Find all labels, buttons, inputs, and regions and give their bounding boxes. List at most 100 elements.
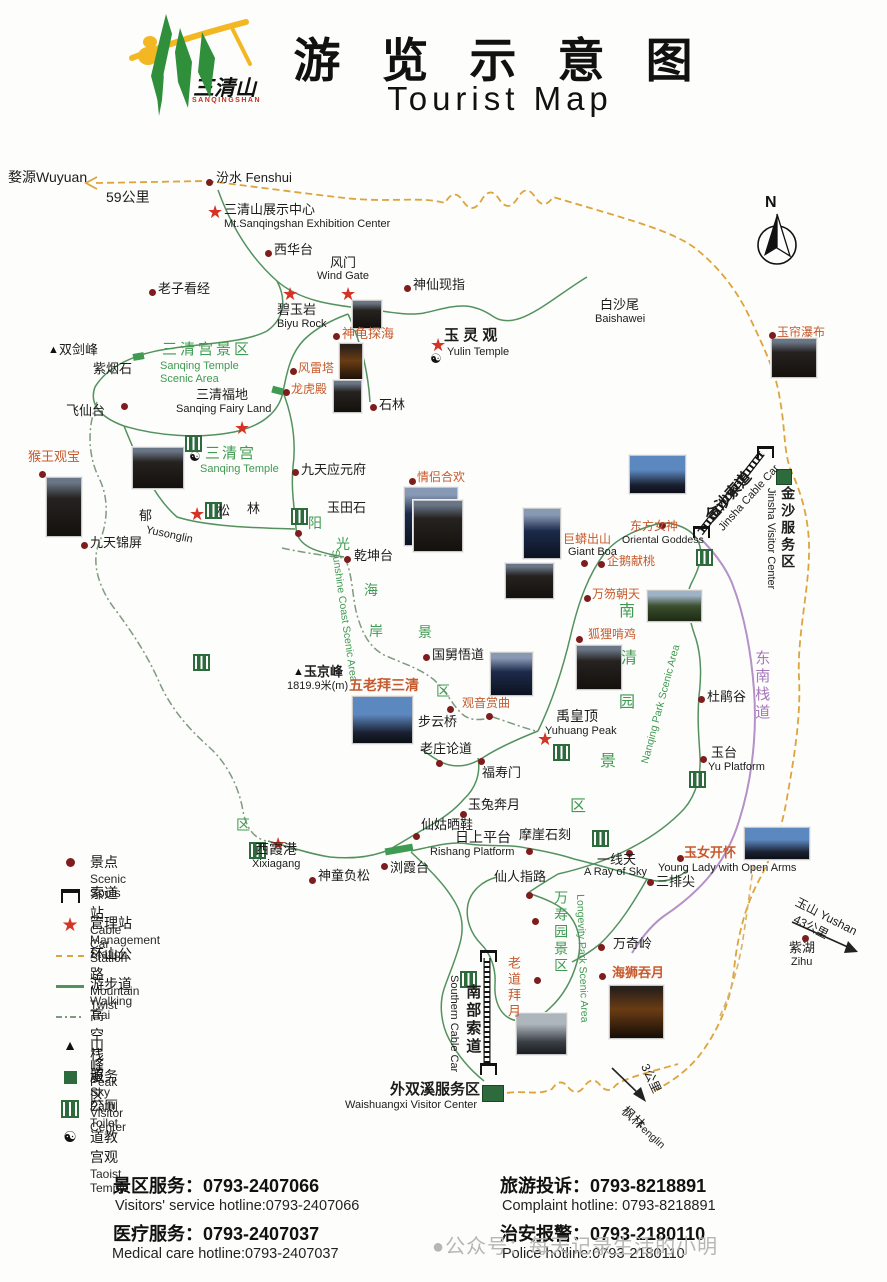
scenic-spot-dot — [381, 863, 388, 870]
map-label-shuangjianfeng: 双剑峰 — [59, 342, 99, 357]
scenic-spot-dot — [149, 289, 156, 296]
cable-car-station-icon — [480, 950, 497, 962]
map-label-jiutianyingyuanfu: 九天应元府 — [301, 462, 367, 477]
map-label-rishang-cn: 日上平台 — [455, 829, 511, 845]
scenic-photo-10 — [505, 563, 554, 599]
legend-symbol-dot — [50, 855, 90, 867]
hotline-service-cn: 景区服务：0793-2407066 — [113, 1176, 320, 1196]
scenic-photo-8 — [413, 500, 463, 552]
scenic-spot-dot — [700, 756, 707, 763]
map-label-guanyinshangqu: 观音赏曲 — [462, 696, 511, 710]
hotline-medical-en: Medical care hotline:0793-2407037 — [112, 1246, 339, 1262]
scenic-spot-dot — [698, 696, 705, 703]
scenic-photo-6 — [771, 338, 817, 378]
toilet-icon — [185, 435, 202, 452]
scenic-spot-dot — [283, 389, 290, 396]
legend-symbol-tri: ▲ — [63, 1037, 77, 1053]
map-label-moyashike: 摩崖石刻 — [519, 827, 572, 842]
toilet-icon — [689, 771, 706, 788]
map-label-xixiagang-cn: 西霞港 — [255, 841, 297, 857]
scenic-photo-7 — [629, 455, 686, 494]
management-station-icon: ★ — [207, 202, 224, 222]
scenic-spot-dot — [121, 403, 128, 410]
compass-icon — [757, 213, 797, 265]
hotline-complaint-cn: 旅游投诉：0793-8218891 — [500, 1176, 707, 1196]
map-label-sanpaijian: 三排尖 — [656, 874, 696, 889]
map-label-yunvkaihuai-cn: 玉女开怀 — [684, 845, 737, 860]
legend-label-en: Management Station — [90, 933, 161, 961]
scenic-spot-dot — [769, 332, 776, 339]
map-label-jinsha-vc-cn: 金沙服务区 — [780, 486, 797, 571]
toilet-icon — [592, 830, 609, 847]
map-label-windgate-cn: 风门 — [330, 255, 357, 270]
legend-label-en: Peak — [90, 1075, 118, 1089]
scenic-spot-dot — [584, 595, 591, 602]
map-label-yutubenyue: 玉兔奔月 — [468, 797, 521, 812]
map-label-shenguitanhai: 神龟探海 — [342, 326, 395, 341]
scenic-spot-dot — [265, 250, 272, 257]
legend-symbol-trail — [50, 977, 90, 988]
scenic-spot-dot — [526, 848, 533, 855]
map-label-windgate-en: Wind Gate — [317, 270, 369, 282]
legend-label-en: Taoist Temple — [90, 1166, 129, 1195]
scenic-spot-dot — [486, 713, 493, 720]
map-label-feixiantai: 飞仙台 — [66, 403, 106, 418]
scenic-spot-dot — [526, 892, 533, 899]
toilet-icon — [553, 744, 570, 761]
map-label-dongnanzhandao: 东南栈道 — [753, 650, 771, 722]
legend-label-cn: 游步道 — [90, 976, 132, 992]
scenic-photo-2 — [333, 380, 362, 413]
toilet-icon — [193, 654, 210, 671]
map-label-xianrenzhilu: 仙人指路 — [494, 869, 547, 884]
map-label-sanqinggong-en: Sanqing Temple — [200, 463, 279, 475]
map-label-nanqing-3: 园 — [619, 694, 636, 711]
jinsha-cable-line — [697, 450, 765, 536]
cable-car-station-icon — [480, 1063, 497, 1075]
map-label-wanqiling: 万奇岭 — [613, 936, 653, 951]
scenic-spot-dot — [626, 850, 633, 857]
map-label-qu-west: 区 — [236, 817, 250, 833]
watermark-text: ●公众号：每天记录生活的小明 — [432, 1236, 719, 1258]
map-label-wanshou-v: 万寿园景区 — [553, 890, 570, 975]
sanqingshan-logo — [129, 14, 252, 116]
legend-label-cn: 道教宫观 — [90, 1128, 118, 1165]
map-label-km59: 59公里 — [106, 189, 150, 205]
map-label-dujuangu: 杜鹃谷 — [707, 689, 747, 704]
scenic-spot-dot — [599, 973, 606, 980]
management-station-icon: ★ — [340, 284, 357, 304]
map-label-yulin-cn: 玉 灵 观 — [444, 327, 498, 344]
cable-car-station-icon — [757, 446, 774, 458]
scenic-photo-11 — [490, 652, 533, 696]
map-label-yujingfeng-alt: 1819.9米(m) — [287, 680, 349, 692]
map-label-qinglvhehuan: 情侣合欢 — [417, 470, 466, 484]
scenic-spot-dot — [295, 530, 302, 537]
map-label-wanhuchaotian: 万笏朝天 — [592, 587, 641, 601]
scenic-spot-dot — [598, 561, 605, 568]
map-label-jumang-en: Giant Boa — [568, 546, 617, 558]
legend-symbol-road — [50, 947, 90, 957]
map-label-baishawei-cn: 白沙尾 — [600, 297, 640, 312]
map-label-yixiantian-cn: 一线天 — [597, 852, 637, 867]
legend-symbol-toilet — [50, 1099, 90, 1118]
map-label-yixiantian-en: A Ray of Sky — [584, 866, 647, 878]
management-station-icon: ★ — [430, 335, 447, 355]
map-label-yunvkaihuai-en: Young Lady with Open Arms — [658, 862, 797, 874]
map-label-xiangushaixie: 仙姑晒鞋 — [421, 817, 474, 832]
map-label-sanqinggong-cn: 三清宫 — [205, 445, 257, 462]
scenic-spot-dot — [436, 760, 443, 767]
map-label-wuyuan: 婺源Wuyuan — [8, 169, 88, 185]
map-label-sunshine-2: 光 — [336, 536, 350, 552]
map-label-sanqing-area-cn: 三清宫景区 — [162, 341, 253, 358]
map-label-goddess-cn: 东方女神 — [630, 519, 679, 533]
map-label-wulaobaisanqing: 五老拜三清 — [349, 677, 419, 693]
map-label-nanqing-4: 景 — [600, 753, 617, 770]
map-label-nanqing-1: 南 — [619, 603, 636, 620]
scenic-photo-4 — [132, 447, 184, 489]
map-label-biyurock-en: Biyu Rock — [277, 318, 327, 330]
map-label-sunshine-1: 阳 — [308, 515, 322, 531]
legend-symbol-cable — [50, 886, 90, 903]
